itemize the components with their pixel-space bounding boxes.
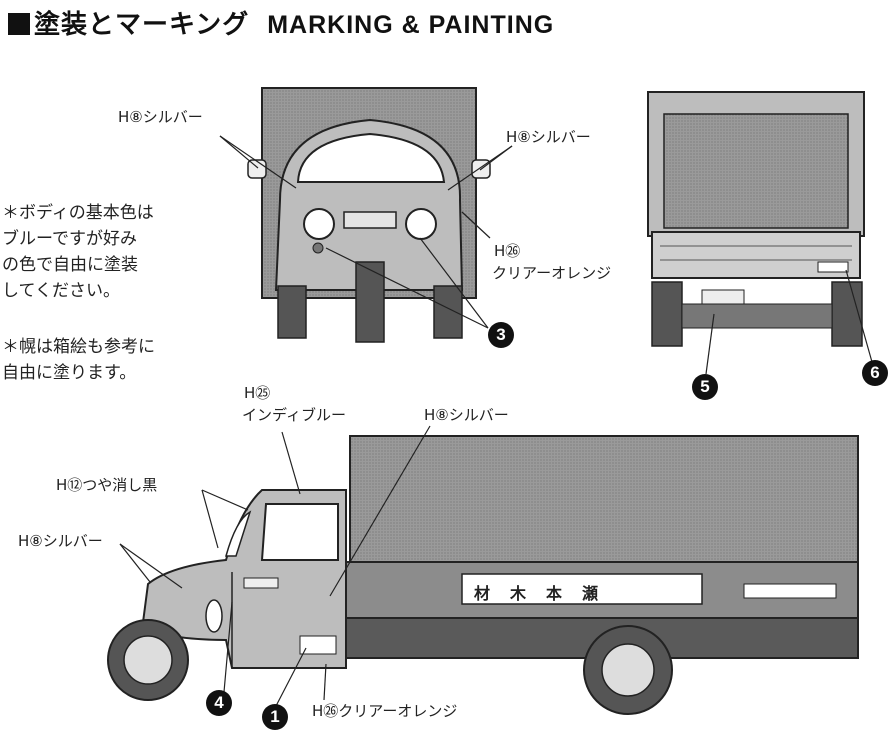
front-grille [343, 211, 397, 229]
page-title: 塗装とマーキング MARKING & PAINTING [8, 4, 554, 41]
side-vent [205, 599, 223, 633]
note-line: の色で自由に塗装 [2, 255, 138, 275]
side-silver-top-label: H⑧シルバー [424, 406, 509, 424]
side-rear-light [743, 583, 837, 599]
side-indi-code: H㉕ [244, 384, 271, 402]
rear-axle [681, 303, 833, 329]
front-silver-label-right: H⑧シルバー [506, 128, 591, 146]
note-line: ＊幌は箱絵も参考に [2, 337, 155, 357]
note-line: 自由に塗ります。 [2, 363, 137, 383]
note-line: ブルーですが好み [2, 229, 137, 249]
marker-5: 5 [692, 374, 718, 400]
marker-6: 6 [862, 360, 888, 386]
side-silver-left-label: H⑧シルバー [18, 532, 103, 550]
front-mirror-left [247, 159, 267, 179]
side-canopy [349, 435, 859, 567]
body-color-note: ＊ボディの基本色は ブルーですが好み の色で自由に塗装 してください。 [2, 200, 154, 304]
marker-3: 3 [488, 322, 514, 348]
side-lamp [299, 635, 337, 655]
side-view-truck [107, 425, 859, 715]
front-view-truck [219, 87, 513, 343]
rear-wheel-left [651, 281, 683, 347]
rear-canopy [663, 113, 849, 229]
title-jp: 塗装とマーキング [34, 10, 250, 40]
rear-light [817, 261, 849, 273]
front-clear-orange-code: H㉖ [494, 242, 521, 260]
title-square-icon [8, 13, 30, 35]
front-windshield [296, 132, 446, 183]
side-window [260, 503, 339, 561]
side-sign-text: 材 木 本 瀬 [474, 584, 601, 603]
side-door-handle [243, 577, 279, 589]
side-windshield [225, 510, 252, 557]
front-silver-label-left: H⑧シルバー [118, 108, 203, 126]
note-line: ＊ボディの基本色は [2, 203, 154, 223]
rear-wheel-right [831, 281, 863, 347]
marker-1: 1 [262, 704, 288, 730]
front-wheel [355, 261, 385, 343]
front-clear-orange-color: クリアーオレンジ [492, 264, 612, 282]
rear-view-truck [647, 91, 873, 375]
title-en: MARKING & PAINTING [267, 11, 555, 39]
front-rear-wheel-left [277, 285, 307, 339]
side-clear-orange-label: H㉖クリアーオレンジ [312, 702, 458, 720]
front-blinker [312, 242, 324, 254]
note-line: してください。 [2, 281, 120, 301]
side-sign-board [461, 573, 703, 605]
marker-4: 4 [206, 690, 232, 716]
front-headlight-left [303, 208, 335, 240]
side-matte-black-label: H⑫つや消し黒 [56, 476, 158, 494]
side-indi-color: インディブルー [242, 406, 346, 424]
box-art-note: ＊幌は箱絵も参考に 自由に塗ります。 [2, 334, 155, 386]
front-rear-wheel-right [433, 285, 463, 339]
front-headlight-right [405, 208, 437, 240]
